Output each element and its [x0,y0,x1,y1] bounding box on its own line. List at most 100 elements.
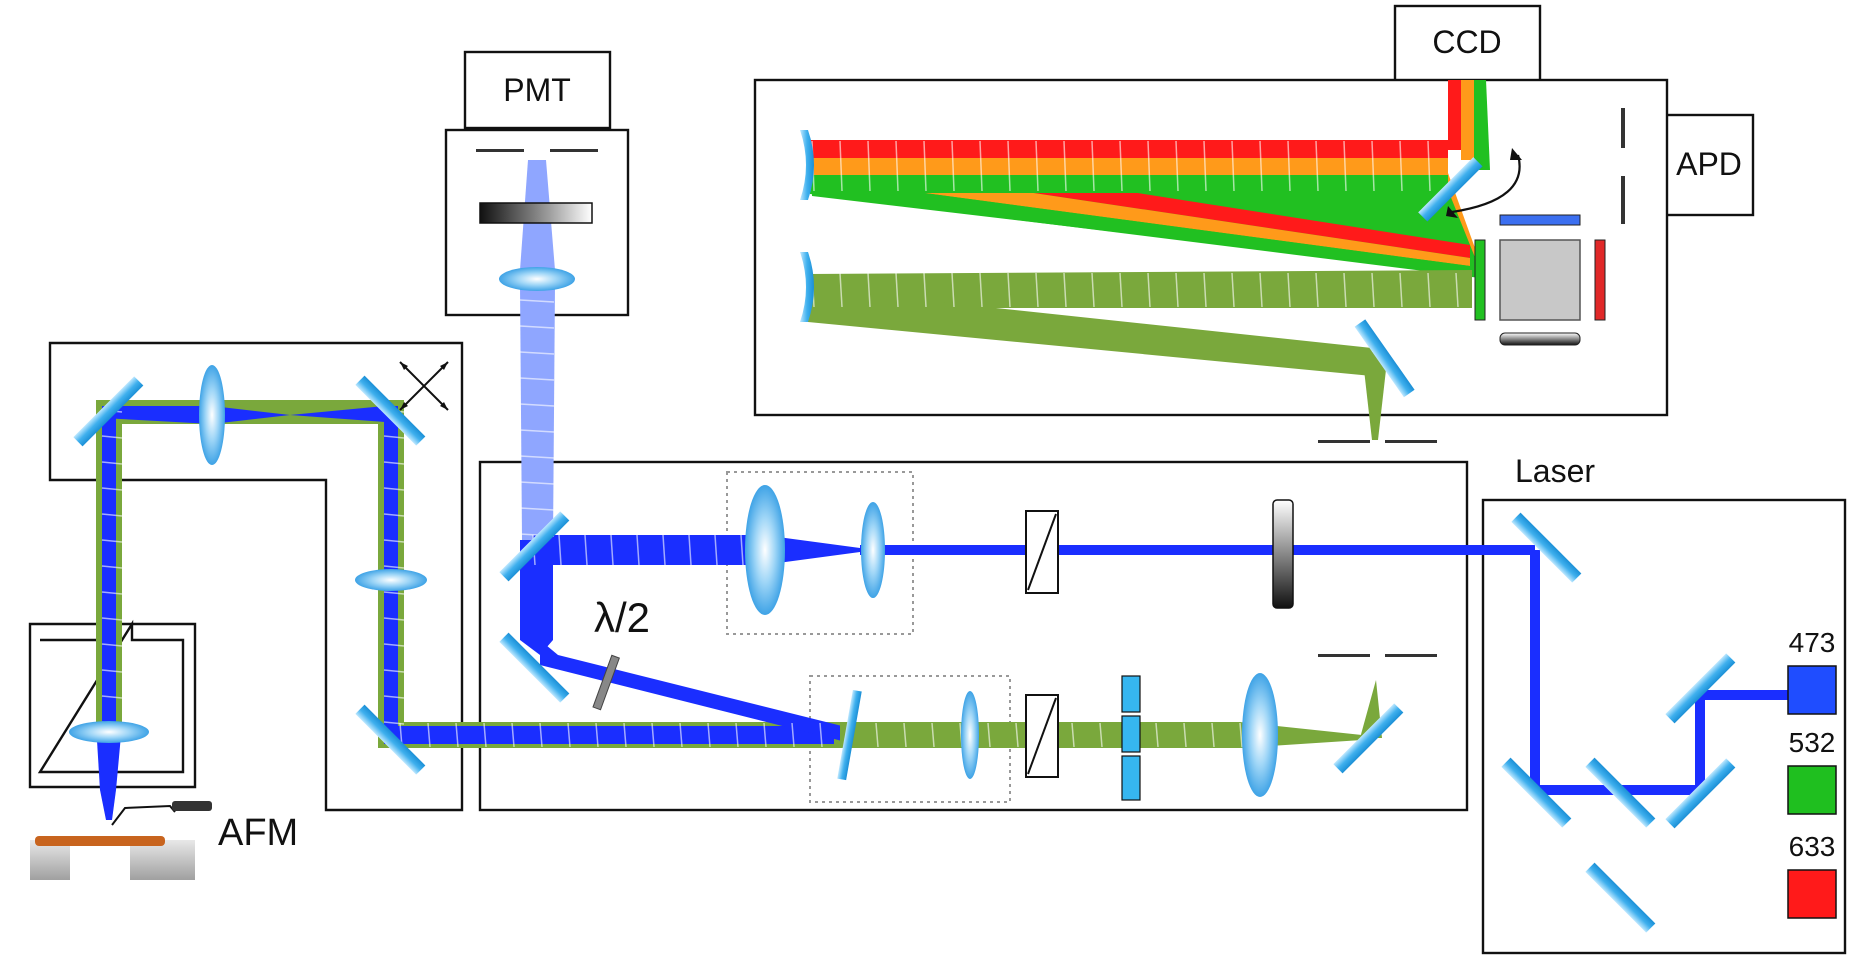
beam-stripe [455,722,459,748]
beam-stripe [1371,272,1375,308]
beam-stripe [101,591,123,595]
spectrometer-green-beam [808,270,1472,440]
entrance-slit-right [1385,440,1437,443]
beam-stripe [1155,722,1159,748]
beam-stripe [1015,722,1019,748]
optics [30,108,1736,933]
spectrometer-rainbow-beam [810,80,1490,278]
half-wave-plate [592,654,620,711]
beam-stripe [595,722,599,748]
beam-stripe [101,565,123,569]
beam-stripe [839,272,843,308]
beam-stripe [1119,272,1123,308]
beam-stripe [867,272,871,308]
beam-stripe [1203,272,1207,308]
beam-stripe [519,299,555,303]
beam-stripe [979,140,983,192]
beam-stripe [610,534,614,566]
beams [96,80,1790,820]
laser-source-473 [1787,665,1837,715]
beam-stripe [679,722,683,748]
beam-stripe [383,513,405,517]
beam-stripe [1343,272,1347,308]
laser-wavelength-633: 633 [1789,831,1836,862]
afm-sample [35,836,165,846]
beam-stripe [101,435,123,439]
pmt-slit-left [476,149,524,152]
beam-stripe [1035,272,1039,308]
beam-stripe [101,669,123,673]
breadboard-mirror-bottom [499,632,570,703]
beam-stripe [519,377,555,381]
laser-mirror-4 [1585,757,1656,828]
beam-stripe [101,695,123,699]
beam-stripe [584,534,588,566]
relay-mirror-1 [73,376,144,447]
pmt-filter [479,202,593,224]
beam-stripe [1099,722,1103,748]
flip-mirror-arrow [1451,154,1521,214]
beam-stripe [623,722,627,748]
beam-stripe [1455,272,1459,308]
afm-objective [69,721,149,743]
beam-stripe [1203,140,1207,192]
beam-stripe [383,617,405,621]
relay-box [48,341,464,812]
pinhole-right [1385,654,1437,657]
beam-stripe [1147,272,1151,308]
pinhole-left [1318,654,1370,657]
beam-stripe [1175,140,1179,192]
beam-stripe [1287,272,1291,308]
beam-stripe [1007,272,1011,308]
beam-stripe [987,722,991,748]
afm-stage-gap [70,840,130,880]
grating-turret [1499,239,1581,321]
beam-stripe [567,722,571,748]
pmt-slit-right [550,149,598,152]
half-wave-plate-label: λ/2 [594,594,650,641]
beam-stripe [903,722,907,748]
nd-filter [1272,499,1294,609]
beam-stripe [895,272,899,308]
beam-stripe [867,140,871,192]
beam-stripe [1183,722,1187,748]
beam-stripe [1287,140,1291,192]
beam-stripe [1175,272,1179,308]
beam-stripe [383,435,405,439]
beam-stripe [1399,272,1403,308]
beam-stripe [383,669,405,673]
beam-stripe [1399,140,1403,192]
pmt-box [463,50,612,130]
beam-stripe [1063,140,1067,192]
beam-stripe [383,461,405,465]
beam-stripe [819,722,823,748]
telescope-lens-1 [745,485,785,615]
beam-stripe [895,140,899,192]
relay-lens-2 [355,569,427,591]
labels: CCD APD PMT Laser AFM λ/2 [218,24,1742,854]
afm-cantilever [111,804,176,826]
beam-stripe [931,722,935,748]
breadboard-mirror-top [499,511,570,582]
beam-stripe [1071,722,1075,748]
afm-probe [172,801,212,811]
ccd-box [1393,4,1542,83]
concave-mirror-bottom [800,252,814,322]
beam-stripe [1259,272,1263,308]
ccd-label: CCD [1432,24,1501,60]
notch-filters [1121,675,1141,801]
beam-stripe [636,534,640,566]
beam-stripe [519,403,555,407]
beam-stripe [383,591,405,595]
beam-stripe [1259,140,1263,192]
beam-stripe [101,461,123,465]
beam-stripe [519,429,555,433]
beam-stripe [714,534,718,566]
beam-stripe [101,643,123,647]
beam-stripe [519,455,555,459]
beam-stripe [979,272,983,308]
beam-stripe [662,534,666,566]
laser-box [1481,498,1847,955]
pmt-label: PMT [503,72,571,108]
